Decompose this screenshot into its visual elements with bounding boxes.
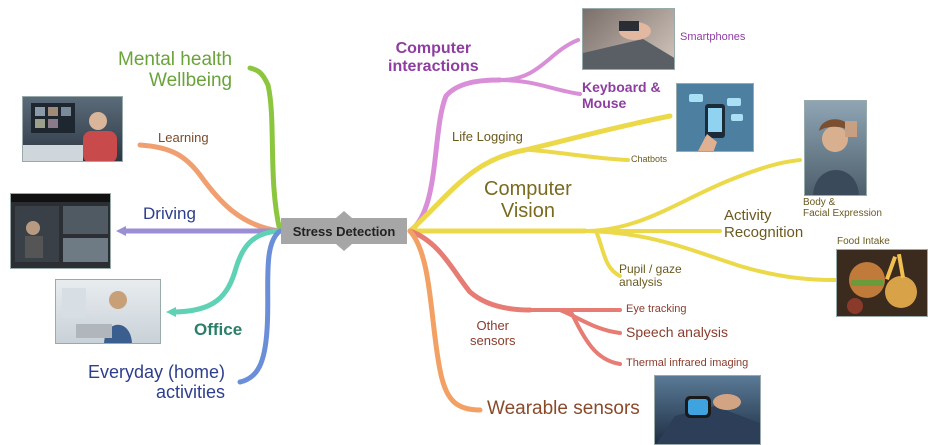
phone-chat-illustration — [676, 83, 754, 152]
label-learning: Learning — [158, 130, 209, 145]
video-call-photo — [22, 96, 123, 162]
branch-chatbots — [528, 148, 630, 162]
office-worker-photo — [55, 279, 161, 344]
label-thermal: Thermal infrared imaging — [626, 357, 749, 369]
branch-other-sensors — [407, 228, 533, 313]
branch-everyday — [237, 228, 283, 385]
branch-life-logging — [407, 113, 673, 234]
label-eye-tracking: Eye tracking — [626, 303, 687, 315]
branch-wearable — [407, 228, 483, 413]
label-everyday: Everyday (home)activities — [88, 362, 226, 403]
arrow-driving — [116, 226, 126, 236]
dashcam-photo — [10, 193, 111, 269]
branch-pupil — [594, 229, 622, 278]
tired-woman-photo — [804, 100, 867, 196]
branch-mental-health — [247, 65, 283, 234]
smartwatch-photo — [654, 375, 761, 445]
branch-body-facial — [583, 158, 802, 233]
label-body-facial: Body &Facial Expression — [803, 197, 882, 220]
branch-keyboard — [498, 78, 582, 96]
label-wearable-sensors: Wearable sensors — [487, 398, 640, 419]
center-node: Stress Detection — [281, 211, 407, 251]
branch-learning — [137, 142, 283, 234]
label-chatbots: Chatbots — [631, 154, 668, 164]
branch-speech — [558, 308, 622, 335]
food-photo — [836, 249, 928, 317]
label-office: Office — [194, 320, 243, 339]
label-life-logging: Life Logging — [452, 129, 523, 144]
label-smartphones: Smartphones — [680, 31, 746, 43]
branch-office — [169, 228, 283, 315]
label-food-intake: Food Intake — [837, 236, 890, 247]
branch-food — [583, 229, 837, 282]
laptop-hands-photo — [582, 8, 675, 70]
label-driving: Driving — [143, 204, 196, 223]
label-speech-analysis: Speech analysis — [626, 324, 728, 340]
label-keyboard-mouse: Keyboard &Mouse — [582, 79, 661, 111]
arrow-office — [166, 307, 176, 317]
branch-smartphones — [498, 38, 580, 82]
branch-computer-interactions — [407, 77, 503, 234]
branch-thermal — [568, 308, 622, 366]
